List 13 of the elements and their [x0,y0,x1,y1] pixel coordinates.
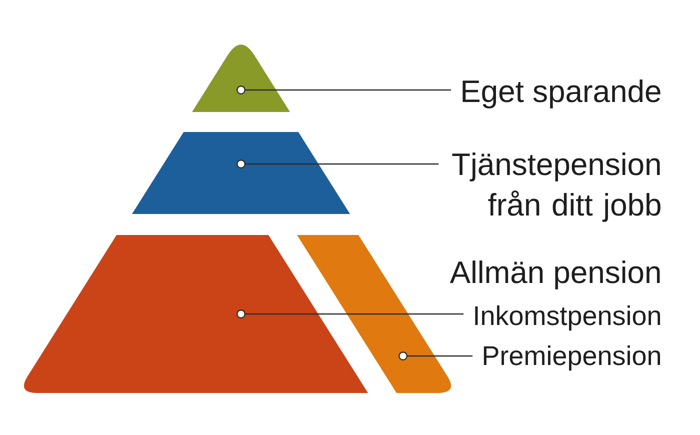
triangle [192,44,290,112]
callout-text: Eget sparande [462,80,660,108]
callout-text: Inkomstpension [475,305,660,331]
callout-text: Premiepension [484,345,660,371]
callout-text: Tjänstepension från ditt jobb [452,152,660,222]
leader-line [236,309,464,318]
leader-line [236,160,439,168]
trapezoid [24,235,368,393]
parallelogram [297,235,452,393]
heading: Allmän pension [450,260,660,290]
leader-line [398,351,472,360]
trapezoid [132,132,350,214]
leader-line [236,86,451,94]
